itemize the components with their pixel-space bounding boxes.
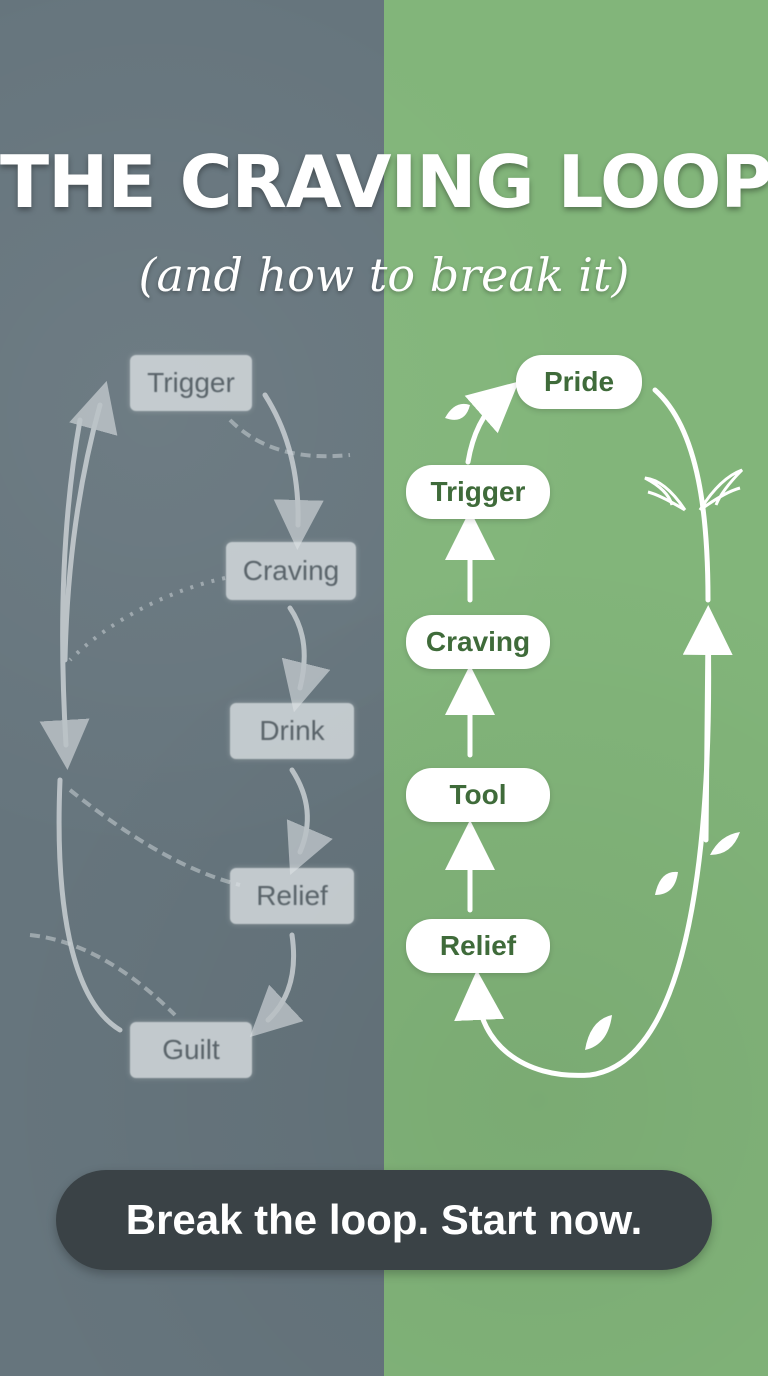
new-arrow-pride-down bbox=[652, 387, 711, 603]
old-arrow-guilt-trigger bbox=[56, 777, 123, 1033]
old-node-craving: Craving bbox=[226, 542, 356, 600]
new-loop-arrows bbox=[445, 381, 733, 1078]
new-node-craving: Craving bbox=[406, 615, 550, 669]
new-arrow-trigger-pride bbox=[464, 381, 519, 465]
new-arrow-up bbox=[682, 605, 733, 843]
leaf-icon bbox=[445, 403, 740, 1050]
old-arrow-up bbox=[62, 380, 118, 663]
old-arrow-down bbox=[39, 417, 90, 770]
old-node-drink: Drink bbox=[230, 703, 354, 759]
page-title: THE CRAVING LOOP bbox=[0, 140, 768, 224]
old-node-guilt: Guilt bbox=[130, 1022, 252, 1078]
chain-icon bbox=[29, 418, 351, 1017]
page-subtitle: (and how to break it) bbox=[138, 248, 630, 302]
new-node-pride: Pride bbox=[516, 355, 642, 409]
old-loop-arrows bbox=[39, 380, 333, 1038]
old-node-relief: Relief bbox=[230, 868, 354, 924]
old-node-trigger: Trigger bbox=[130, 355, 252, 411]
old-arrow-relief-guilt bbox=[249, 932, 304, 1038]
old-arrow-trigger-craving bbox=[262, 392, 324, 550]
new-node-trigger: Trigger bbox=[406, 465, 550, 519]
old-arrow-drink-relief bbox=[286, 767, 333, 875]
new-arrow-bottom-loop bbox=[454, 617, 712, 1078]
cta-banner: Break the loop. Start now. bbox=[56, 1170, 712, 1270]
new-node-tool: Tool bbox=[406, 768, 550, 822]
old-arrow-craving-drink bbox=[281, 605, 331, 713]
wings-icon bbox=[644, 468, 744, 512]
new-node-relief: Relief bbox=[406, 919, 550, 973]
